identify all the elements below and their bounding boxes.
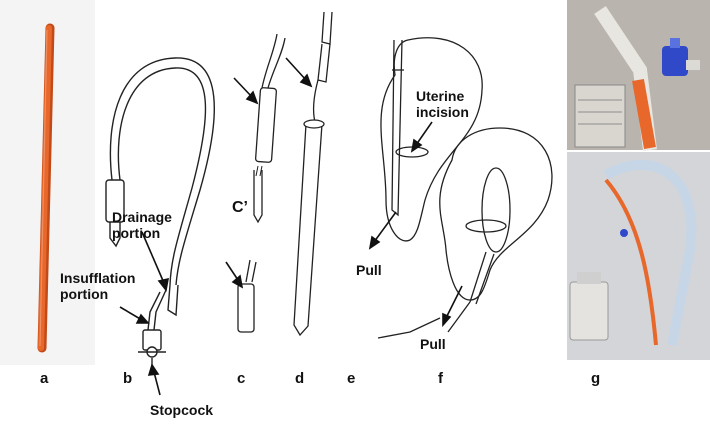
panel-letter-c: c [237,370,246,387]
insufflation-label: Insufflation portion [60,270,135,302]
panel-a-photo [0,0,95,365]
panel-f-drawing [377,127,553,339]
panel-letter-e: e [347,370,356,387]
panel-d-drawing [293,11,333,337]
panel-c-arrows [225,77,259,289]
panel-c-drawing [237,33,286,333]
pull-label-e: Pull [356,262,382,278]
drainage-label-line1: Drainage [112,209,172,225]
uterine-incision-label: Uterine incision [416,88,469,120]
panel-letter-d: d [295,370,305,387]
panel-letter-a: a [40,370,49,387]
uterine-incision-line2: incision [416,104,469,120]
drainage-label: Drainage portion [112,209,172,241]
panel-letter-b: b [123,370,133,387]
drainage-label-line2: portion [112,225,161,241]
panel-e-drawing [380,37,483,242]
stopcock-label: Stopcock [150,402,214,418]
panel-letter-g: g [591,370,601,387]
panel-letter-f: f [438,370,443,387]
pull-label-f: Pull [420,336,446,352]
insufflation-label-line1: Insufflation [60,270,136,286]
uterine-incision-line1: Uterine [416,88,465,104]
c-prime-label: C’ [232,199,248,216]
panel-e-arrows [368,121,433,250]
panel-b-arrows [119,231,170,396]
insufflation-label-line2: portion [60,286,109,302]
panel-g-photos [567,0,710,360]
panel-f-arrow [442,285,463,328]
panel-d-arrow [285,57,313,88]
